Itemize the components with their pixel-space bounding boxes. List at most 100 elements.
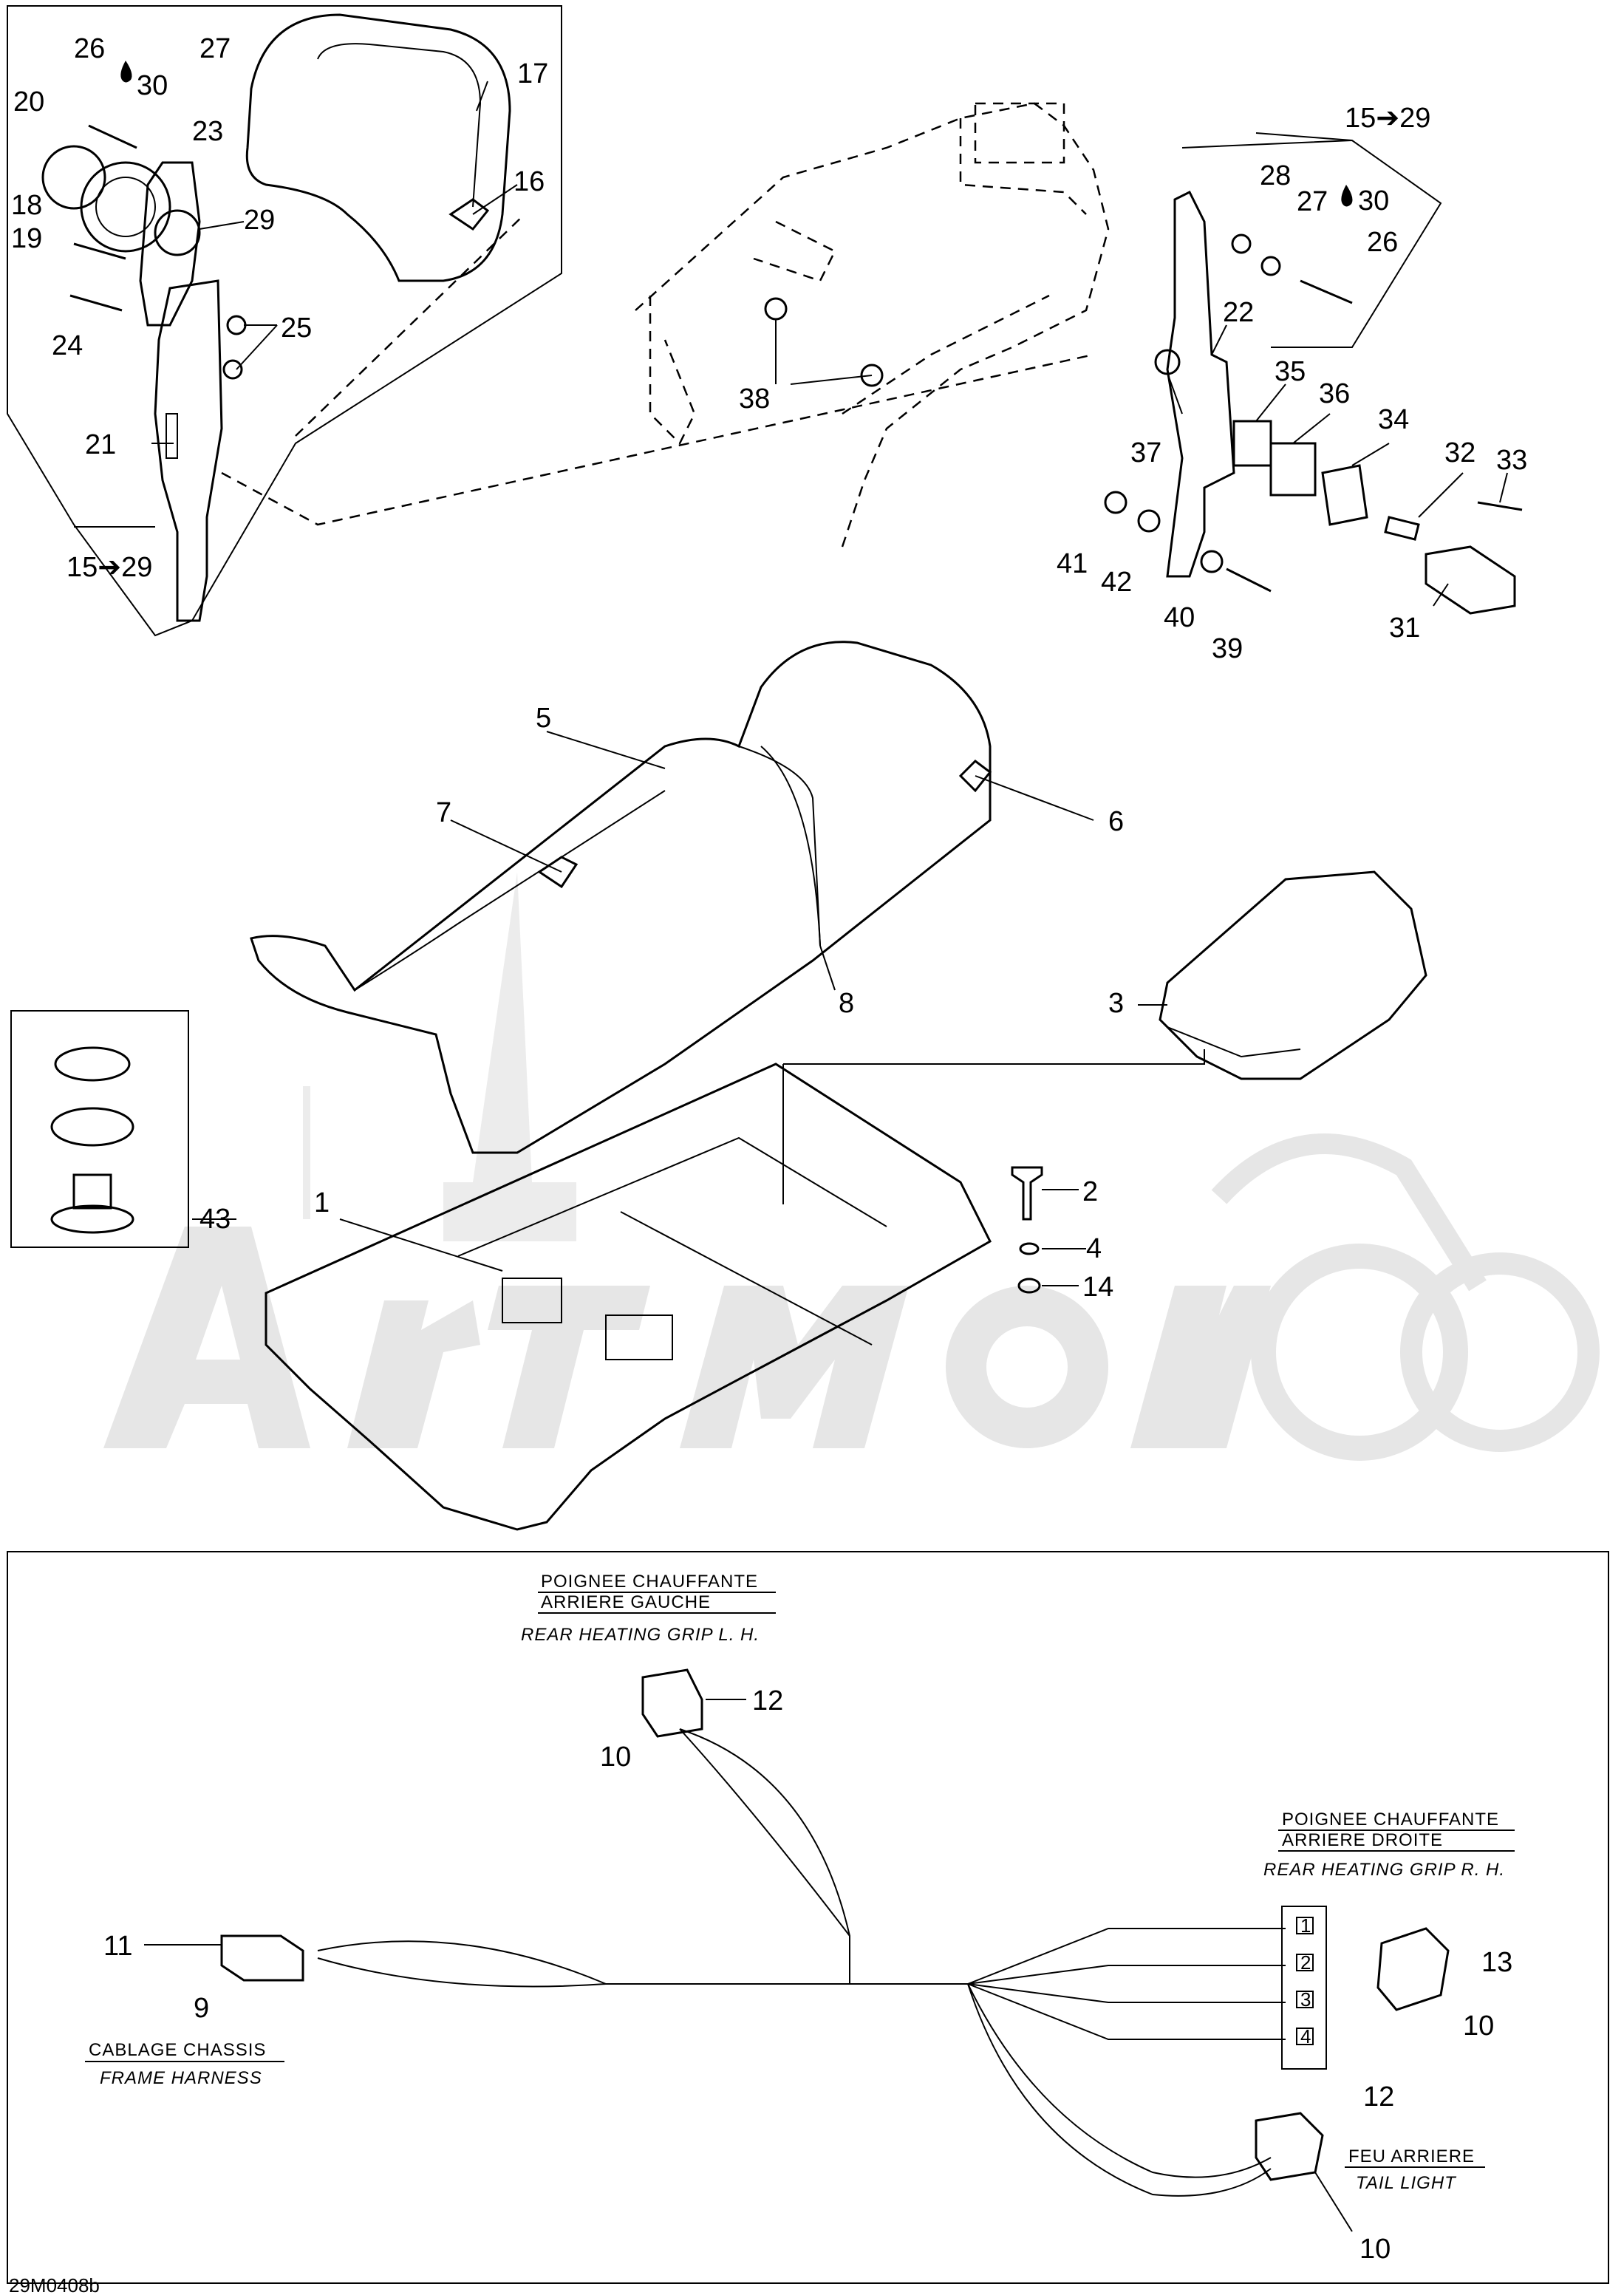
connector-rh-grip-part-13 [1376, 1927, 1450, 2011]
callout-35: 35 [1275, 356, 1306, 387]
callout-11: 11 [103, 1931, 132, 1962]
plate-part-35 [1232, 420, 1272, 467]
callout-27-right: 27 [1297, 186, 1328, 217]
frame-harness-en: FRAME HARNESS [100, 2068, 262, 2088]
screw-part-39 [1226, 567, 1272, 593]
nut-part-41 [1104, 491, 1127, 514]
pinout-block [1281, 1906, 1327, 2070]
callout-5: 5 [536, 703, 551, 734]
rh-grip-en: REAR HEATING GRIP R. H. [1263, 1860, 1505, 1880]
terminal-part-32 [1384, 516, 1420, 541]
callout-23: 23 [192, 116, 223, 147]
connector-lh-grip-part-10 [641, 1668, 703, 1738]
nut-part-25b [222, 359, 243, 380]
callout-38: 38 [739, 383, 770, 415]
callout-42: 42 [1101, 567, 1132, 598]
lh-grip-en: REAR HEATING GRIP L. H. [521, 1625, 760, 1645]
rh-grip-fr-1: POIGNEE CHAUFFANTE [1282, 1810, 1499, 1829]
mount-plate-part-23 [139, 161, 201, 327]
connector-tail-light-part-12 [1255, 2112, 1324, 2181]
connector-part-31 [1425, 545, 1516, 615]
callout-2: 2 [1082, 1176, 1098, 1207]
callout-29: 29 [244, 205, 275, 236]
callout-1: 1 [314, 1187, 330, 1218]
lh-grip-fr-2: ARRIERE GAUCHE [541, 1592, 711, 1612]
callout-10-tail: 10 [1359, 2234, 1391, 2265]
bushing-part-29 [154, 209, 201, 256]
seat-base-part-1 [265, 1063, 992, 1531]
bracket-part-21 [154, 279, 223, 622]
backrest-inner-line [317, 43, 482, 208]
callout-33: 33 [1496, 445, 1527, 476]
callout-39: 39 [1212, 633, 1243, 664]
callout-8: 8 [839, 988, 854, 1019]
callout-10-rh: 10 [1463, 2011, 1494, 2042]
callout-16: 16 [514, 166, 545, 197]
nut-part-14 [1017, 1278, 1041, 1294]
connector-frame-harness-part-9 [220, 1934, 304, 1982]
nut-part-38a [764, 297, 788, 321]
callout-range-right: 15➔29 [1345, 103, 1430, 134]
tail-light-en: TAIL LIGHT [1356, 2173, 1457, 2193]
callout-26: 26 [74, 33, 105, 64]
callout-28: 28 [1260, 160, 1291, 191]
callout-36: 36 [1319, 378, 1350, 409]
seat-part-5 [250, 641, 992, 1154]
callout-32: 32 [1444, 437, 1475, 468]
emblem-part-16 [448, 198, 490, 231]
pin-2: 2 [1300, 1951, 1311, 1974]
callout-41: 41 [1057, 548, 1088, 579]
rh-grip-fr-2: ARRIERE DROITE [1282, 1830, 1443, 1850]
seal-part-20 [41, 145, 106, 210]
callout-13: 13 [1481, 1947, 1512, 1978]
bracket-part-22 [1166, 190, 1235, 578]
heater-part-3 [1159, 870, 1427, 1080]
rear-rack-frame [635, 102, 1110, 548]
watermark-logo [103, 872, 1600, 1461]
callout-19: 19 [11, 223, 42, 254]
callout-21: 21 [85, 429, 116, 460]
leader-lines [74, 81, 1508, 1286]
lh-grip-fr-1: POIGNEE CHAUFFANTE [541, 1572, 758, 1592]
callout-12-tail: 12 [1363, 2081, 1394, 2112]
screw-part-26 [88, 124, 137, 149]
frame-harness-fr: CABLAGE CHASSIS [89, 2040, 266, 2060]
harness-wires [317, 1728, 1286, 2197]
right-bracket-box [1181, 139, 1442, 348]
callout-31: 31 [1389, 613, 1420, 644]
screw-part-26r [1300, 279, 1353, 304]
screw-part-24 [69, 294, 123, 312]
harness-panel [7, 1551, 1609, 2284]
callout-18: 18 [11, 190, 42, 221]
callout-3: 3 [1108, 988, 1124, 1019]
callout-17: 17 [517, 58, 548, 89]
nut-part-25a [226, 315, 247, 335]
washer-part-27r [1260, 256, 1281, 276]
callout-12-lh: 12 [752, 1685, 783, 1716]
callout-14: 14 [1082, 1272, 1113, 1303]
plate-part-36 [1269, 442, 1317, 497]
callout-7: 7 [436, 797, 451, 828]
washer-part-28 [1231, 233, 1252, 254]
callout-40: 40 [1164, 602, 1195, 633]
callout-range-left: 15➔29 [66, 552, 152, 583]
oil-drop-icon [120, 61, 132, 83]
backrest-part-17 [245, 13, 511, 282]
callout-22: 22 [1223, 297, 1254, 328]
bracket-link-line [221, 214, 1094, 526]
callout-25: 25 [281, 313, 312, 344]
pin-3: 3 [1300, 1988, 1311, 2011]
washer-part-4 [1019, 1242, 1040, 1255]
emblem-part-7 [537, 856, 579, 889]
callout-43: 43 [199, 1204, 231, 1235]
callout-4: 4 [1086, 1233, 1102, 1264]
screw-part-19 [73, 242, 126, 260]
callout-24: 24 [52, 330, 83, 361]
callout-30: 30 [137, 70, 168, 101]
callout-9: 9 [194, 1993, 209, 2024]
callout-34: 34 [1378, 404, 1409, 435]
kit-box-part-43 [10, 1010, 189, 1248]
callout-26-right: 26 [1367, 227, 1398, 258]
pin-4: 4 [1300, 2025, 1311, 2047]
washer-part-40 [1200, 550, 1224, 573]
